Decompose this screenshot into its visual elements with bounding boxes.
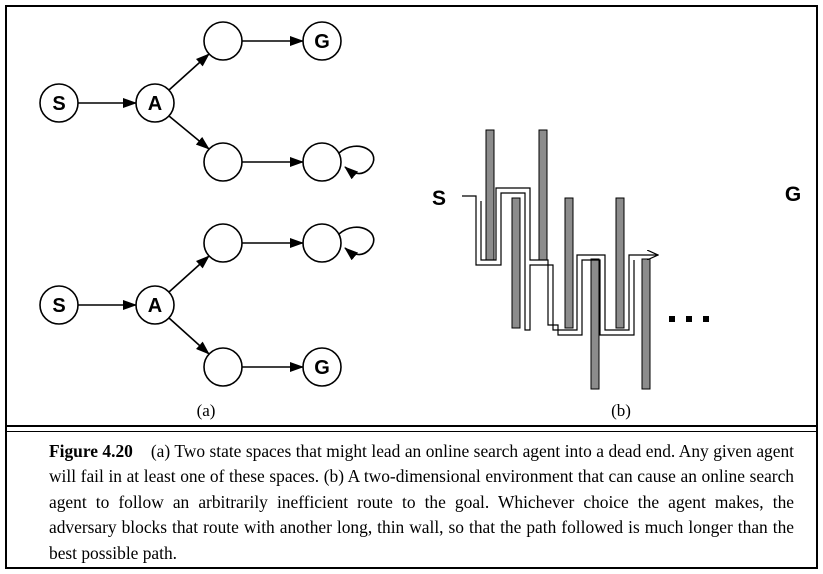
wall-1 bbox=[485, 129, 495, 261]
wall-4 bbox=[564, 197, 574, 329]
graph-a-bottom bbox=[39, 223, 342, 387]
node-lower-bottom bbox=[203, 347, 243, 387]
edge-a-lower-top bbox=[168, 115, 210, 150]
wall-6 bbox=[615, 197, 625, 329]
label-s-top: S bbox=[52, 93, 65, 115]
sublabel-b: (b) bbox=[611, 401, 631, 420]
caption-text: (a) Two state spaces that might lead an … bbox=[49, 441, 794, 563]
label-s-bottom: S bbox=[52, 295, 65, 317]
label-a-bottom: A bbox=[148, 295, 162, 317]
figure-label: Figure 4.20 bbox=[49, 441, 133, 461]
edge-a-lower-bottom bbox=[168, 317, 210, 355]
wall-2 bbox=[511, 197, 521, 329]
node-lower-top bbox=[203, 142, 243, 182]
edges-a-bottom bbox=[78, 226, 375, 372]
label-g-bottom: G bbox=[314, 357, 330, 379]
wall-7 bbox=[641, 258, 651, 390]
node-deadend-top bbox=[302, 142, 342, 182]
node-upper-top bbox=[203, 21, 243, 61]
maze-goal-label: G bbox=[785, 183, 801, 206]
ellipsis-dots bbox=[669, 316, 709, 322]
figure-diagram: S A G S A G (a) bbox=[39, 21, 801, 420]
wall-5 bbox=[590, 258, 600, 390]
node-upper-bottom bbox=[203, 223, 243, 263]
walls bbox=[485, 129, 651, 390]
figure-caption: Figure 4.20(a) Two state spaces that mig… bbox=[49, 439, 794, 566]
graph-a-top bbox=[39, 21, 342, 182]
edge-a-upper-top bbox=[168, 53, 210, 91]
label-g-top: G bbox=[314, 31, 330, 53]
ellipsis-dot-2 bbox=[686, 316, 692, 322]
label-a-top: A bbox=[148, 93, 162, 115]
wall-3 bbox=[538, 129, 548, 261]
node-deadend-bottom bbox=[302, 223, 342, 263]
ellipsis-dot-1 bbox=[669, 316, 675, 322]
maze-start-label: S bbox=[432, 187, 446, 210]
caption-separator-thin bbox=[7, 431, 816, 432]
self-loop-bottom bbox=[338, 226, 375, 261]
sublabel-a: (a) bbox=[197, 401, 216, 420]
self-loop-top bbox=[338, 145, 375, 180]
agent-path bbox=[462, 192, 658, 331]
edge-a-upper-bottom bbox=[168, 255, 210, 293]
ellipsis-dot-3 bbox=[703, 316, 709, 322]
caption-separator-thick bbox=[7, 425, 816, 427]
agent-path-inner bbox=[480, 187, 635, 336]
figure-frame: S A G S A G (a) bbox=[5, 5, 818, 569]
edges-a-top bbox=[78, 36, 375, 180]
